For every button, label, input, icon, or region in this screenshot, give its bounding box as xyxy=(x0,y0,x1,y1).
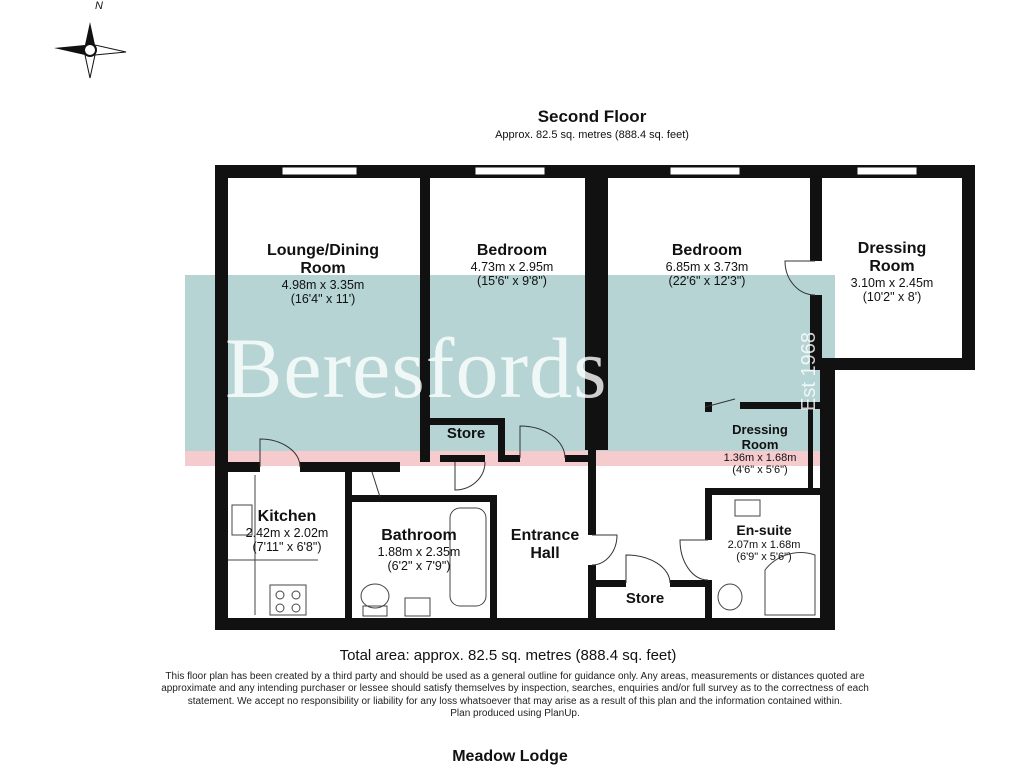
room-dims-m: 2.07m x 1.68m xyxy=(727,538,801,551)
watermark-brand: Beresfords xyxy=(225,320,608,416)
windows xyxy=(281,166,918,176)
room-name: Lounge/Dining Room xyxy=(267,242,379,277)
room-dims-m: 1.36m x 1.68m xyxy=(723,452,797,465)
room-dims-ft: (4'6" x 5'6") xyxy=(732,464,788,477)
room-dims-m: 4.98m x 3.35m xyxy=(281,277,365,292)
floor-title: Second Floor xyxy=(537,107,647,126)
disclaimer-text: This floor plan has been created by a th… xyxy=(161,671,869,707)
room-name: Store xyxy=(625,590,665,607)
room-dims-ft: (15'6" x 9'8") xyxy=(477,273,547,288)
room-dims-ft: (6'2" x 7'9") xyxy=(387,558,451,573)
room-name: Dressing Room xyxy=(857,240,927,275)
room-dressing-1: Dressing Room 3.10m x 2.45m (10'2" x 8') xyxy=(837,240,947,304)
room-name: Dressing Room xyxy=(732,422,788,452)
room-name: Bedroom xyxy=(476,242,548,259)
room-dims-ft: (7'11" x 6'8") xyxy=(252,539,322,554)
room-name: Kitchen xyxy=(257,508,317,525)
total-area: Total area: approx. 82.5 sq. metres (888… xyxy=(339,647,677,664)
compass-north-label: N xyxy=(95,0,103,12)
property-name: Meadow Lodge xyxy=(452,748,568,765)
room-bedroom-2: Bedroom 6.85m x 3.73m (22'6" x 12'3") xyxy=(666,242,749,288)
credit-text: Plan produced using PlanUp. xyxy=(450,707,580,719)
room-dims-m: 6.85m x 3.73m xyxy=(665,259,749,274)
room-bedroom-1: Bedroom 4.73m x 2.95m (15'6" x 9'8") xyxy=(471,242,554,288)
room-store-1: Store xyxy=(446,425,486,443)
disclaimer: This floor plan has been created by a th… xyxy=(160,671,870,720)
floor-subtitle: Approx. 82.5 sq. metres (888.4 sq. feet) xyxy=(495,129,689,141)
room-dims-m: 1.88m x 2.35m xyxy=(377,544,461,559)
room-dressing-2: Dressing Room 1.36m x 1.68m (4'6" x 5'6"… xyxy=(715,422,805,477)
room-name: Entrance Hall xyxy=(510,527,580,562)
watermark-est: Est 1968 xyxy=(797,332,820,411)
room-dims-m: 3.10m x 2.45m xyxy=(850,275,934,290)
room-dims-ft: (16'4" x 11') xyxy=(290,291,356,306)
room-dims-ft: (6'9" x 5'6") xyxy=(736,550,792,563)
room-name: Bedroom xyxy=(671,242,743,259)
room-dims-m: 4.73m x 2.95m xyxy=(470,259,554,274)
room-store-2: Store xyxy=(625,590,665,608)
room-lounge: Lounge/Dining Room 4.98m x 3.35m (16'4" … xyxy=(248,242,398,306)
compass-icon xyxy=(54,22,127,79)
room-name: Store xyxy=(446,425,486,442)
fixtures xyxy=(228,475,816,617)
room-dims-ft: (22'6" x 12'3") xyxy=(668,273,746,288)
room-entrance-hall: Entrance Hall xyxy=(500,527,590,563)
room-dims-m: 2.42m x 2.02m xyxy=(245,525,329,540)
room-kitchen: Kitchen 2.42m x 2.02m (7'11" x 6'8") xyxy=(246,508,329,554)
room-name: Bathroom xyxy=(381,527,457,544)
room-dims-ft: (10'2" x 8') xyxy=(862,289,922,304)
doors xyxy=(259,260,816,584)
room-name: En-suite xyxy=(736,522,792,538)
room-bathroom: Bathroom 1.88m x 2.35m (6'2" x 7'9") xyxy=(378,527,461,573)
room-en-suite: En-suite 2.07m x 1.68m (6'9" x 5'6") xyxy=(727,522,801,563)
